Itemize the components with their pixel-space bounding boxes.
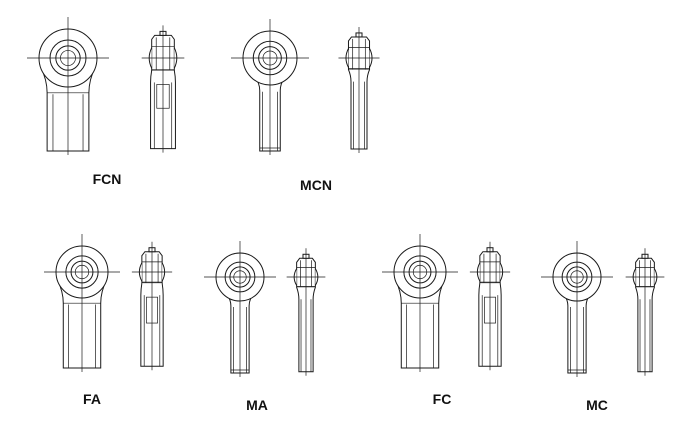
mcn-front-view: [231, 19, 309, 155]
ma-rod-end: MA: [204, 241, 326, 413]
fa-side-view: [131, 241, 173, 371]
mc-front-view: [541, 241, 613, 377]
ma-side-view: [286, 248, 326, 376]
mc-side-view: [625, 248, 665, 376]
fcn-front-view: [27, 17, 109, 155]
mc-label: MC: [586, 397, 608, 413]
fa-front-view: [44, 234, 120, 372]
fcn-side-view: [141, 25, 185, 153]
ma-label: MA: [246, 397, 268, 413]
mcn-side-view: [338, 26, 380, 154]
ma-front-view: [204, 241, 276, 377]
fc-label: FC: [433, 391, 452, 407]
fa-label: FA: [83, 391, 101, 407]
fa-rod-end: FA: [44, 234, 173, 407]
fcn-rod-end: FCN: [27, 17, 185, 187]
fc-front-view: [382, 234, 458, 372]
fc-rod-end: FC: [382, 234, 511, 407]
mcn-label: MCN: [300, 177, 332, 193]
fcn-label: FCN: [93, 171, 122, 187]
fc-side-view: [469, 241, 511, 371]
mc-rod-end: MC: [541, 241, 665, 413]
mcn-rod-end: MCN: [231, 19, 380, 193]
